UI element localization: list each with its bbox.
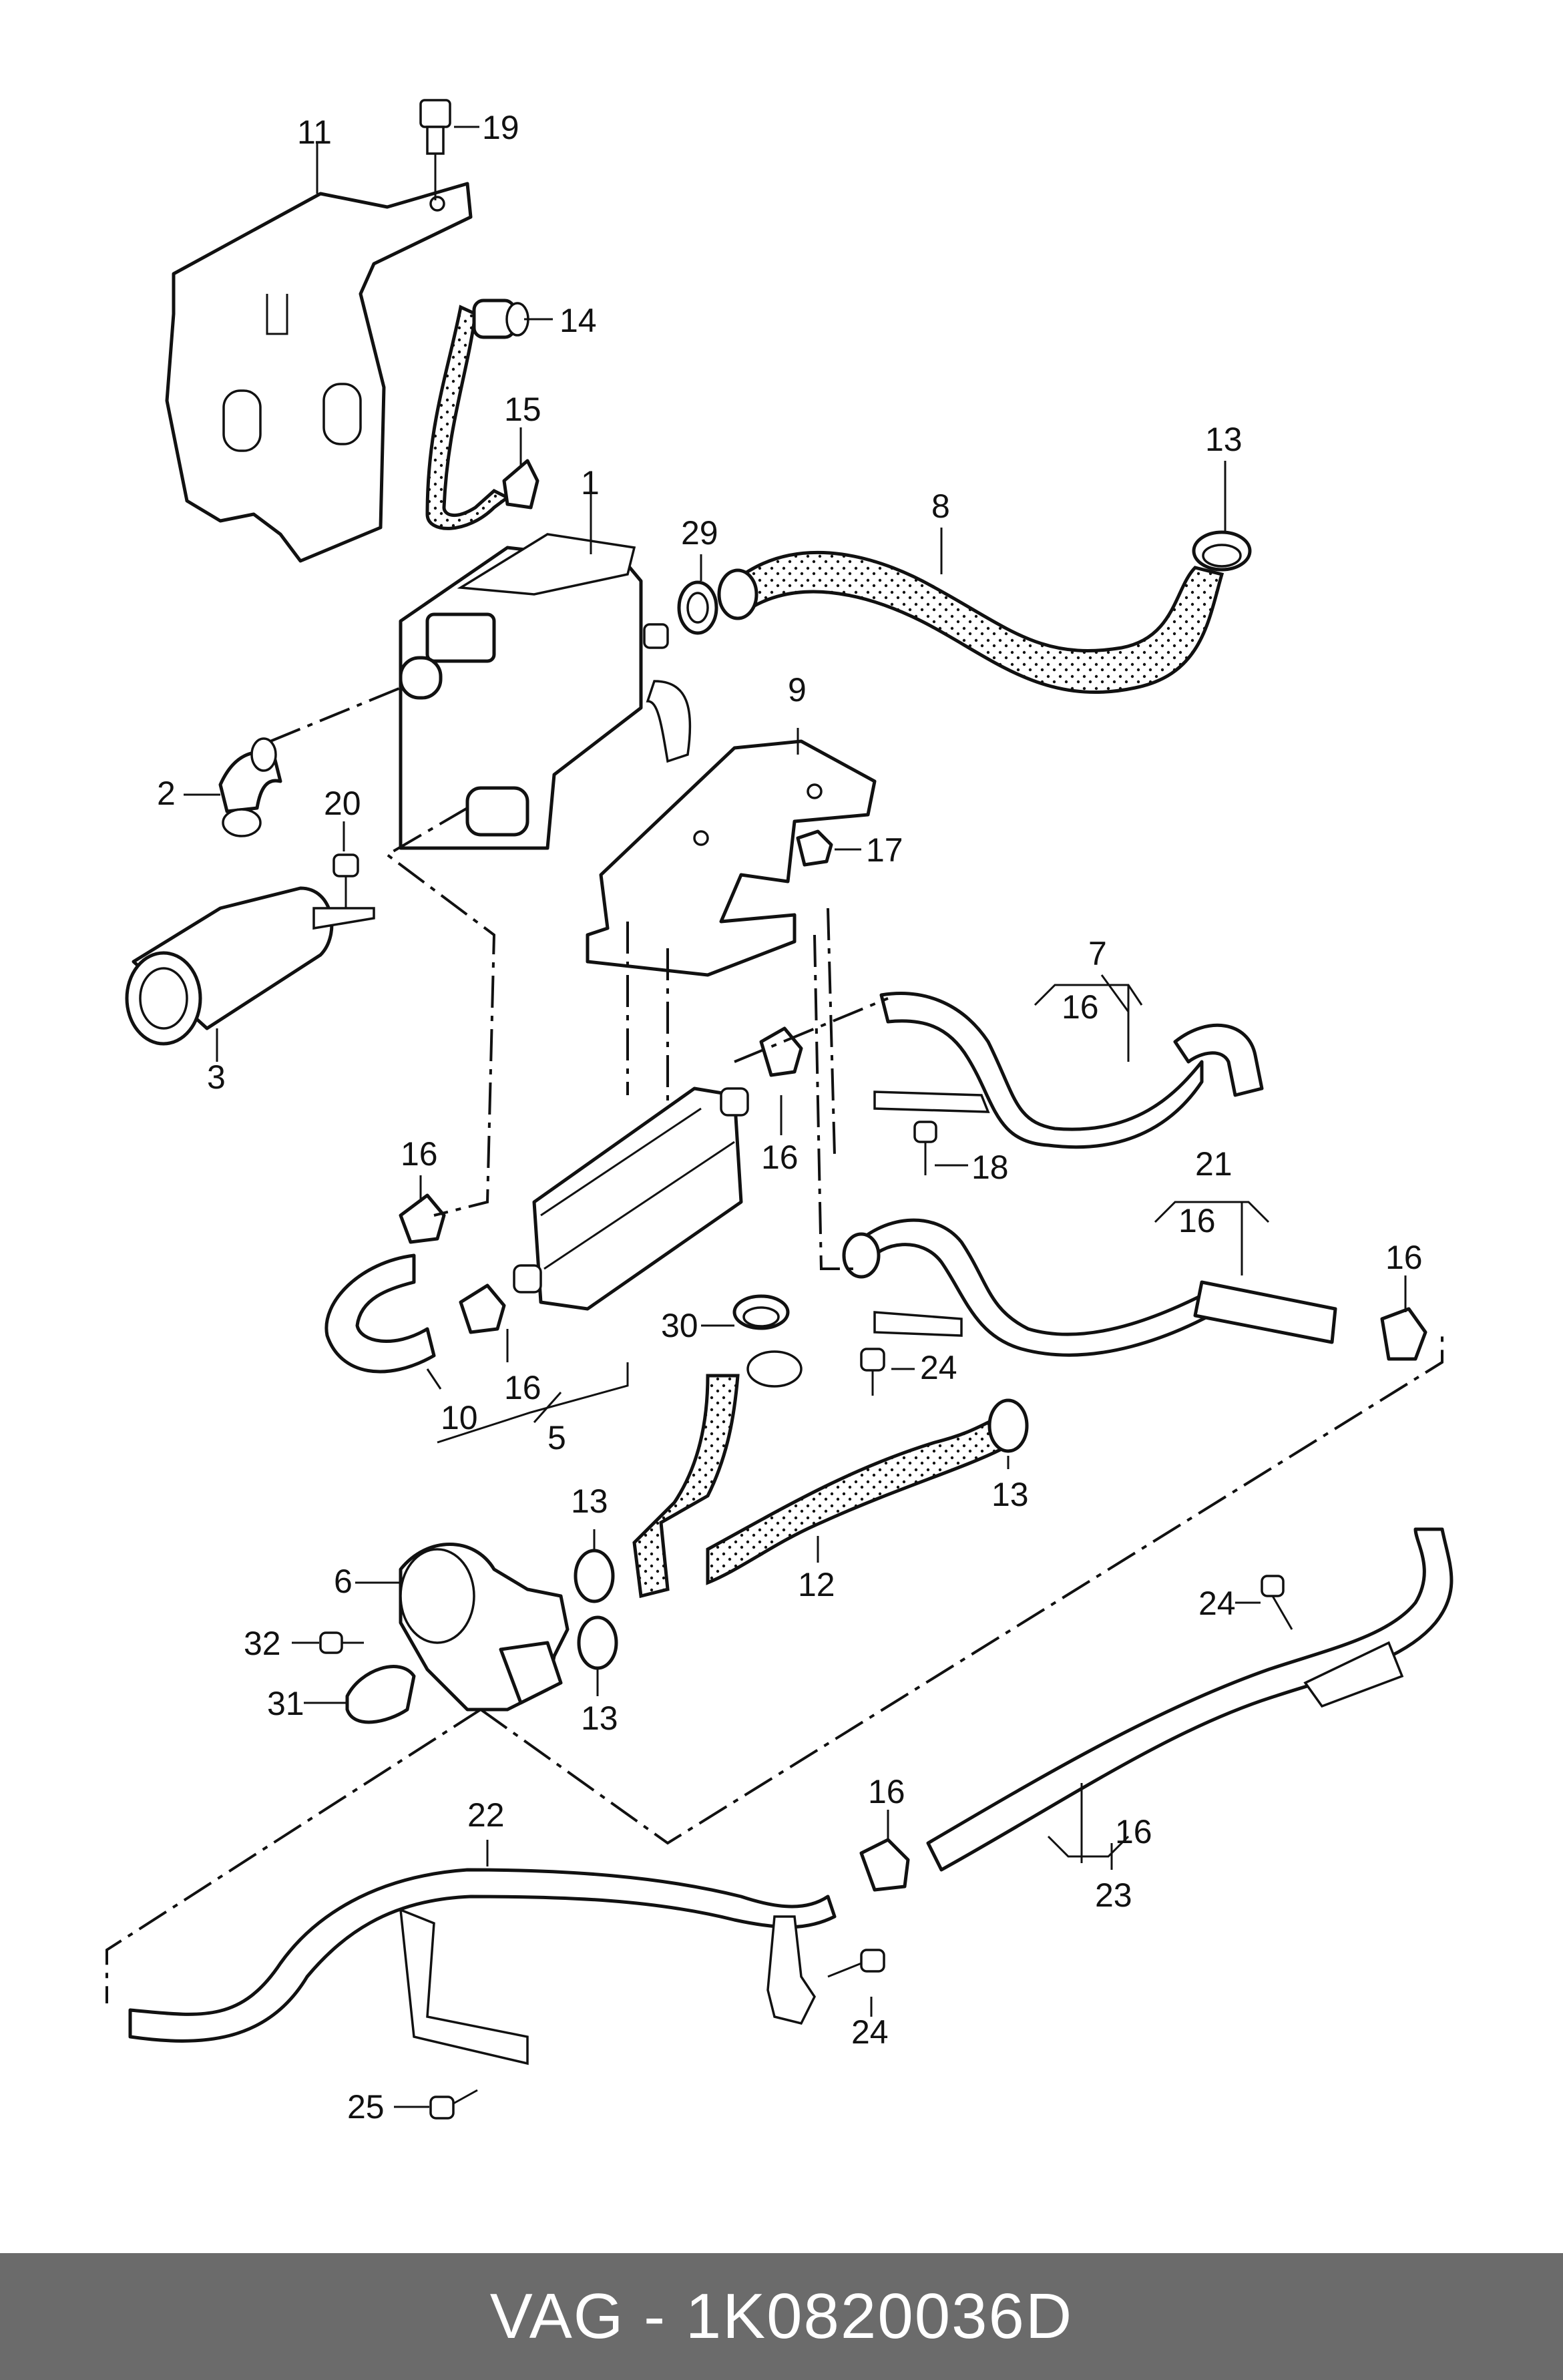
connector-part-2	[218, 737, 282, 837]
clamp-part-13-top	[1192, 530, 1252, 572]
callout-17: 17	[866, 831, 903, 869]
callout-16-f: 16	[1385, 1239, 1423, 1276]
callout-9: 9	[788, 671, 807, 709]
exploded-parts-diagram: 1 2 3 5 6 7 8 9 10 11 12 13 13 13 13 14 …	[105, 99, 1454, 2126]
callout-8: 8	[931, 487, 950, 525]
nut-part-17	[796, 829, 833, 867]
hose-part-14	[425, 299, 529, 530]
callout-7: 7	[1088, 935, 1107, 972]
callout-3: 3	[207, 1058, 226, 1096]
callout-20: 20	[324, 785, 361, 822]
pipe-part-22	[128, 1868, 837, 2065]
part-3	[125, 886, 375, 1046]
bracket-part-11	[165, 182, 473, 563]
callout-19: 19	[482, 109, 519, 146]
pump-part-6	[399, 1543, 570, 1712]
callout-16-d: 16	[1062, 988, 1099, 1026]
callout-16-e: 16	[1178, 1202, 1216, 1239]
callout-31: 31	[267, 1685, 304, 1722]
clamp-part-16-c	[759, 1026, 803, 1077]
clamp-part-13-b	[987, 1398, 1029, 1453]
pipe-part-23	[926, 1527, 1454, 1872]
clamp-part-29	[677, 580, 718, 635]
callout-13-b: 13	[991, 1476, 1029, 1513]
part-number-banner: VAG - 1K0820036D	[0, 2253, 1563, 2380]
callout-16-a: 16	[401, 1135, 438, 1173]
callout-22: 22	[467, 1796, 505, 1834]
clamp-part-30	[732, 1294, 790, 1330]
heater-part-1	[399, 533, 692, 850]
leader-lines	[184, 126, 1407, 2108]
hose-part-10	[324, 1253, 436, 1374]
screw-part-20	[332, 853, 359, 908]
clamp-part-16-e	[859, 1838, 910, 1892]
callout-13-d: 13	[581, 1700, 618, 1737]
callout-labels: 1 2 3 5 6 7 8 9 10 11 12 13 13 13 13 14 …	[157, 109, 1423, 2126]
bolt-part-32	[319, 1631, 364, 1654]
screw-part-24-b	[1261, 1575, 1293, 1630]
callout-16-g: 16	[868, 1773, 905, 1810]
guide-lines	[105, 686, 1443, 2003]
callout-1: 1	[581, 464, 600, 502]
callout-16-b: 16	[504, 1369, 541, 1406]
clamp-part-16-a	[399, 1193, 446, 1244]
hose-part-8	[717, 551, 1224, 695]
screw-part-18	[913, 1121, 937, 1175]
callout-24-a: 24	[920, 1349, 957, 1386]
callout-16-c: 16	[761, 1139, 799, 1176]
callout-32: 32	[244, 1625, 281, 1662]
callout-12: 12	[798, 1566, 835, 1603]
callout-14: 14	[560, 302, 597, 339]
clamp-part-16-b	[459, 1283, 506, 1334]
clamp-part-16-d	[1380, 1307, 1427, 1361]
pipe-part-7	[873, 992, 1264, 1149]
screw-part-24-a	[860, 1348, 885, 1396]
screw-part-24-c	[827, 1949, 885, 1978]
screw-part-25	[429, 2089, 478, 2120]
pipe-part-21	[842, 1218, 1337, 1357]
callout-24-c: 24	[851, 2013, 889, 2051]
bracket-part-9	[586, 739, 877, 977]
callout-25: 25	[347, 2088, 385, 2126]
part-number-text: VAG - 1K0820036D	[489, 2280, 1074, 2352]
callout-29: 29	[681, 514, 718, 552]
callout-18: 18	[971, 1149, 1009, 1186]
callout-23: 23	[1095, 1876, 1132, 1914]
strap-part-31	[345, 1665, 416, 1724]
callout-13-a: 13	[1205, 421, 1243, 458]
callout-15: 15	[504, 391, 541, 428]
callout-30: 30	[661, 1307, 698, 1344]
callout-2: 2	[157, 775, 176, 812]
muffler-part-5	[513, 1086, 749, 1311]
clamp-part-13-c	[574, 1549, 615, 1603]
callout-13-c: 13	[571, 1482, 608, 1520]
bolt-part-19	[419, 99, 451, 200]
callout-21: 21	[1195, 1145, 1233, 1183]
callout-11: 11	[297, 114, 332, 151]
clamp-part-13-d	[577, 1615, 618, 1670]
callout-24-b: 24	[1198, 1585, 1236, 1622]
callout-10: 10	[441, 1399, 478, 1436]
callout-6: 6	[334, 1563, 353, 1600]
clip-part-15	[502, 459, 539, 510]
callout-16-h: 16	[1115, 1813, 1152, 1850]
callout-5: 5	[547, 1419, 566, 1456]
